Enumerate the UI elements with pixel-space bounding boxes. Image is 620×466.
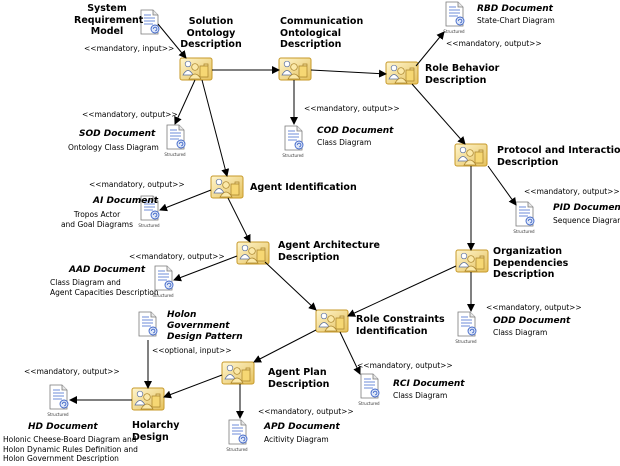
holon-government-pattern-doc-icon xyxy=(138,311,158,337)
activity-agent-plan-icon xyxy=(221,361,255,385)
stereotype-optional-input: <<optional, input>> xyxy=(152,346,232,355)
edge-protocol-to-pid xyxy=(487,165,517,206)
document-cod-desc: Class Diagram xyxy=(317,138,372,147)
sod-doc-icon: Structured xyxy=(164,124,186,157)
edge-solution-to-agent-identification xyxy=(201,79,230,177)
rbd-doc-icon: Structured xyxy=(443,1,465,34)
edge-solution-to-sod xyxy=(174,79,196,125)
document-aad-name: AAD Document xyxy=(69,265,146,275)
edge-architecture-to-aad xyxy=(173,255,238,282)
activity-role-constraints-icon xyxy=(315,309,349,333)
stereotype-mandatory-output-ai: <<mandatory, output>> xyxy=(89,180,185,189)
stereotype-mandatory-output-sod: <<mandatory, output>> xyxy=(82,110,178,119)
document-pid-desc: Sequence Diagram xyxy=(553,216,620,225)
edge-role-constraints-to-agent-plan xyxy=(253,329,317,363)
document-apd-name: APD Document xyxy=(264,422,340,432)
doc-icon-caption: Structured xyxy=(358,401,380,406)
activity-protocol-interaction-icon xyxy=(454,143,488,167)
document-odd-desc: Class Diagram xyxy=(493,328,548,337)
activity-solution-ontology-icon xyxy=(179,57,213,81)
document-sod-desc: Ontology Class Diagram xyxy=(68,143,159,152)
edge-agent-identification-to-ai xyxy=(159,189,212,212)
edge-organization-to-role-constraints xyxy=(347,265,457,317)
aad-doc-icon: Structured xyxy=(152,265,174,298)
doc-icon-caption: Structured xyxy=(513,229,535,234)
edge-role-behavior-to-protocol xyxy=(411,83,466,145)
document-sod-name: SOD Document xyxy=(79,129,156,139)
doc-icon-caption: Structured xyxy=(164,152,186,157)
edge-role-behavior-to-rbd xyxy=(415,31,445,67)
activity-communication-ontological-icon xyxy=(278,57,312,81)
document-pid-name: PID Document xyxy=(553,203,620,213)
doc-icon-caption: Structured xyxy=(138,223,160,228)
activity-holarchy-icon xyxy=(131,387,165,411)
document-rbd-desc: State-Chart Diagram xyxy=(477,16,555,25)
document-cod-name: COD Document xyxy=(317,126,394,136)
stereotype-mandatory-output-pid: <<mandatory, output>> xyxy=(524,187,620,196)
doc-icon-caption: Structured xyxy=(152,293,174,298)
document-rci-desc: Class Diagram xyxy=(393,391,448,400)
edge-role-constraints-to-rci xyxy=(339,331,361,375)
stereotype-mandatory-output-apd: <<mandatory, output>> xyxy=(258,407,354,416)
ai-doc-icon: Structured xyxy=(138,195,160,228)
edge-srm-to-solution-ontology xyxy=(157,23,187,59)
document-rbd-name: RBD Document xyxy=(477,4,553,14)
doc-icon-caption: Structured xyxy=(226,447,248,452)
stereotype-mandatory-output-rci: <<mandatory, output>> xyxy=(357,361,453,370)
document-rci-name: RCI Document xyxy=(393,379,465,389)
stereotype-mandatory-output-hd: <<mandatory, output>> xyxy=(24,367,120,376)
stereotype-mandatory-output-cod: <<mandatory, output>> xyxy=(304,104,400,113)
document-ai-name: AI Document xyxy=(93,196,159,206)
doc-icon-caption: Structured xyxy=(47,412,69,417)
apd-doc-icon: Structured xyxy=(226,419,248,452)
activity-agent-architecture-icon xyxy=(236,241,270,265)
activity-agent-identification-label: Agent Identification xyxy=(250,182,357,193)
document-apd-desc: Acitivity Diagram xyxy=(264,435,329,444)
stereotype-mandatory-input: <<mandatory, input>> xyxy=(84,44,175,53)
stereotype-mandatory-output-aad: <<mandatory, output>> xyxy=(129,252,225,261)
stereotype-mandatory-output-rbd: <<mandatory, output>> xyxy=(446,39,542,48)
activity-role-behavior-icon xyxy=(385,61,419,85)
system-requirement-model-doc-icon xyxy=(140,9,160,35)
doc-icon-caption: Structured xyxy=(282,153,304,158)
edge-architecture-to-role-constraints xyxy=(264,261,317,311)
activity-agent-identification-icon xyxy=(210,175,244,199)
activity-organization-dependencies-icon xyxy=(455,249,489,273)
rci-doc-icon: Structured xyxy=(358,373,380,406)
doc-icon-caption: Structured xyxy=(455,339,477,344)
stereotype-mandatory-output-odd: <<mandatory, output>> xyxy=(486,303,582,312)
cod-doc-icon: Structured xyxy=(282,125,304,158)
edge-agent-identification-to-architecture xyxy=(227,197,251,243)
hd-doc-icon: Structured xyxy=(47,384,69,417)
edge-communication-to-role-behavior xyxy=(310,69,387,78)
document-odd-name: ODD Document xyxy=(493,316,571,326)
pid-doc-icon: Structured xyxy=(513,201,535,234)
doc-icon-caption: Structured xyxy=(443,29,465,34)
document-hd-name: HD Document xyxy=(28,422,98,432)
edge-agent-plan-to-holarchy xyxy=(163,374,223,399)
odd-doc-icon: Structured xyxy=(455,311,477,344)
